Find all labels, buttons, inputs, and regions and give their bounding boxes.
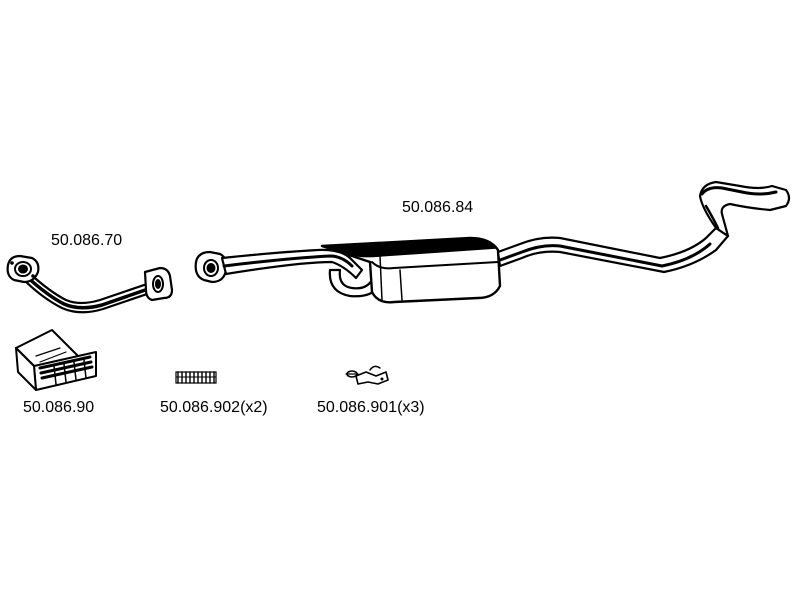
middle-inlet-flange [194,250,228,284]
front-pipe-part-number: 50.086.70 [51,232,123,249]
front-pipe-outlet-flange [143,266,174,302]
middle-silencer-top [321,237,497,258]
hanger-part-number: 50.086.901(x3) [317,399,425,416]
hanger-rubber [355,371,389,385]
hanger-drawing [345,365,389,385]
front-pipe-inlet-flange [6,254,40,284]
middle-silencer-drawing [194,180,791,304]
clamp-part-number: 50.086.902(x2) [160,399,268,416]
mounting-kit-drawing [15,329,97,391]
clamp-drawing [175,371,217,384]
mounting-kit-part-number: 50.086.90 [23,399,95,416]
middle-tail-bend [698,180,791,238]
middle-silencer-part-number: 50.086.84 [402,199,474,216]
front-pipe-drawing [6,254,174,314]
front-pipe-shading [24,274,153,310]
kit-box-side [15,347,37,391]
